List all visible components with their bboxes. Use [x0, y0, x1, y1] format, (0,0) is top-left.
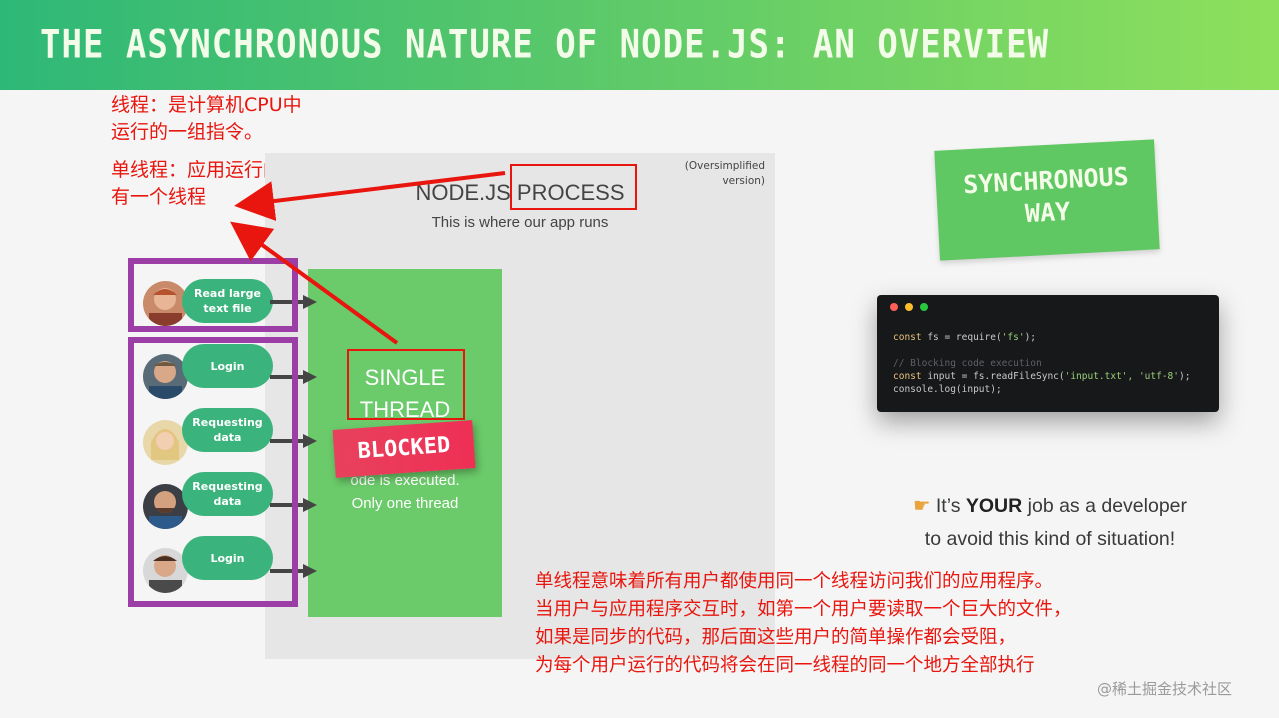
code-keyword: const	[893, 332, 922, 343]
avatar	[143, 281, 188, 326]
arrow-head-icon	[303, 434, 317, 448]
code-window: const fs = require('fs'); // Blocking co…	[877, 295, 1219, 412]
thread-description: ode is executed. Only one thread	[350, 472, 460, 512]
pointing-hand-icon: ☛	[912, 495, 931, 517]
first-user-highlight	[128, 258, 298, 332]
request-arrow	[270, 439, 310, 443]
message-text: to avoid this kind of situation!	[924, 528, 1176, 550]
request-arrow	[270, 569, 310, 573]
message-emphasis: YOUR	[965, 495, 1023, 517]
user-row: Login	[143, 536, 323, 593]
avatar	[143, 484, 188, 529]
process-subtitle: This is where our app runs	[431, 214, 609, 231]
close-dot-icon	[890, 303, 898, 311]
code-string: 'input.txt', 'utf-8'	[1064, 371, 1179, 382]
request-arrow	[270, 300, 310, 304]
user-action-pill: Read large text file	[182, 279, 273, 323]
maximize-dot-icon	[920, 303, 928, 311]
user-action-pill: Requesting data	[182, 408, 273, 452]
minimize-dot-icon	[905, 303, 913, 311]
avatar	[143, 548, 188, 593]
oversimplified-label: (Oversimplified version)	[684, 160, 765, 187]
request-arrow	[270, 375, 310, 379]
code-text: fs = require(	[921, 332, 1002, 343]
avatar	[143, 354, 188, 399]
synchronous-way-label: SYNCHRONOUS WAY	[962, 161, 1130, 229]
watermark: @稀土掘金技术社区	[1097, 680, 1233, 698]
code-text: console.log(input);	[893, 384, 1002, 395]
avatar	[143, 420, 188, 465]
thread-label: SINGLE THREAD	[359, 365, 451, 422]
code-text: input = fs.readFileSync(	[921, 371, 1065, 382]
code-text: );	[1024, 332, 1037, 343]
synchronous-way-badge: SYNCHRONOUS WAY	[934, 139, 1160, 261]
thread-definition-note: 线程：是计算机CPU中 运行的一组指令。	[111, 94, 302, 143]
process-title: NODE.JS PROCESS	[415, 180, 625, 205]
arrow-head-icon	[303, 564, 317, 578]
thread-highlight-box	[347, 349, 465, 420]
user-row: Requesting data	[143, 408, 323, 465]
user-action-pill: Login	[182, 344, 273, 388]
user-row: Read large text file	[143, 279, 323, 329]
other-users-highlight	[128, 337, 298, 607]
header-banner: THE ASYNCHRONOUS NATURE OF NODE.JS: AN O…	[0, 0, 1279, 90]
user-action-pill: Login	[182, 536, 273, 580]
code-text: );	[1179, 371, 1191, 382]
arrow-head-icon	[303, 295, 317, 309]
code-block: const fs = require('fs'); // Blocking co…	[893, 331, 1190, 396]
request-arrow	[270, 503, 310, 507]
user-row: Login	[143, 344, 323, 399]
message-text: It’s	[935, 495, 966, 517]
single-thread-explanation: 单线程意味着所有用户都使用同一个线程访问我们的应用程序。 当用户与应用程序交互时…	[535, 571, 1072, 676]
developer-message: ☛ It’s YOUR job as a developer to avoid …	[880, 490, 1220, 556]
page-title: THE ASYNCHRONOUS NATURE OF NODE.JS: AN O…	[40, 22, 1050, 68]
code-string: 'fs'	[1001, 332, 1025, 343]
arrow-to-single-thread-note	[234, 171, 506, 221]
user-row: Requesting data	[143, 472, 323, 529]
code-keyword: const	[893, 371, 922, 382]
message-text: job as a developer	[1022, 495, 1187, 517]
arrow-head-icon	[303, 498, 317, 512]
code-comment: // Blocking code execution	[893, 358, 1042, 369]
process-highlight-box	[510, 164, 637, 210]
arrow-head-icon	[303, 370, 317, 384]
arrow-from-thread	[230, 221, 399, 345]
user-action-pill: Requesting data	[182, 472, 273, 516]
